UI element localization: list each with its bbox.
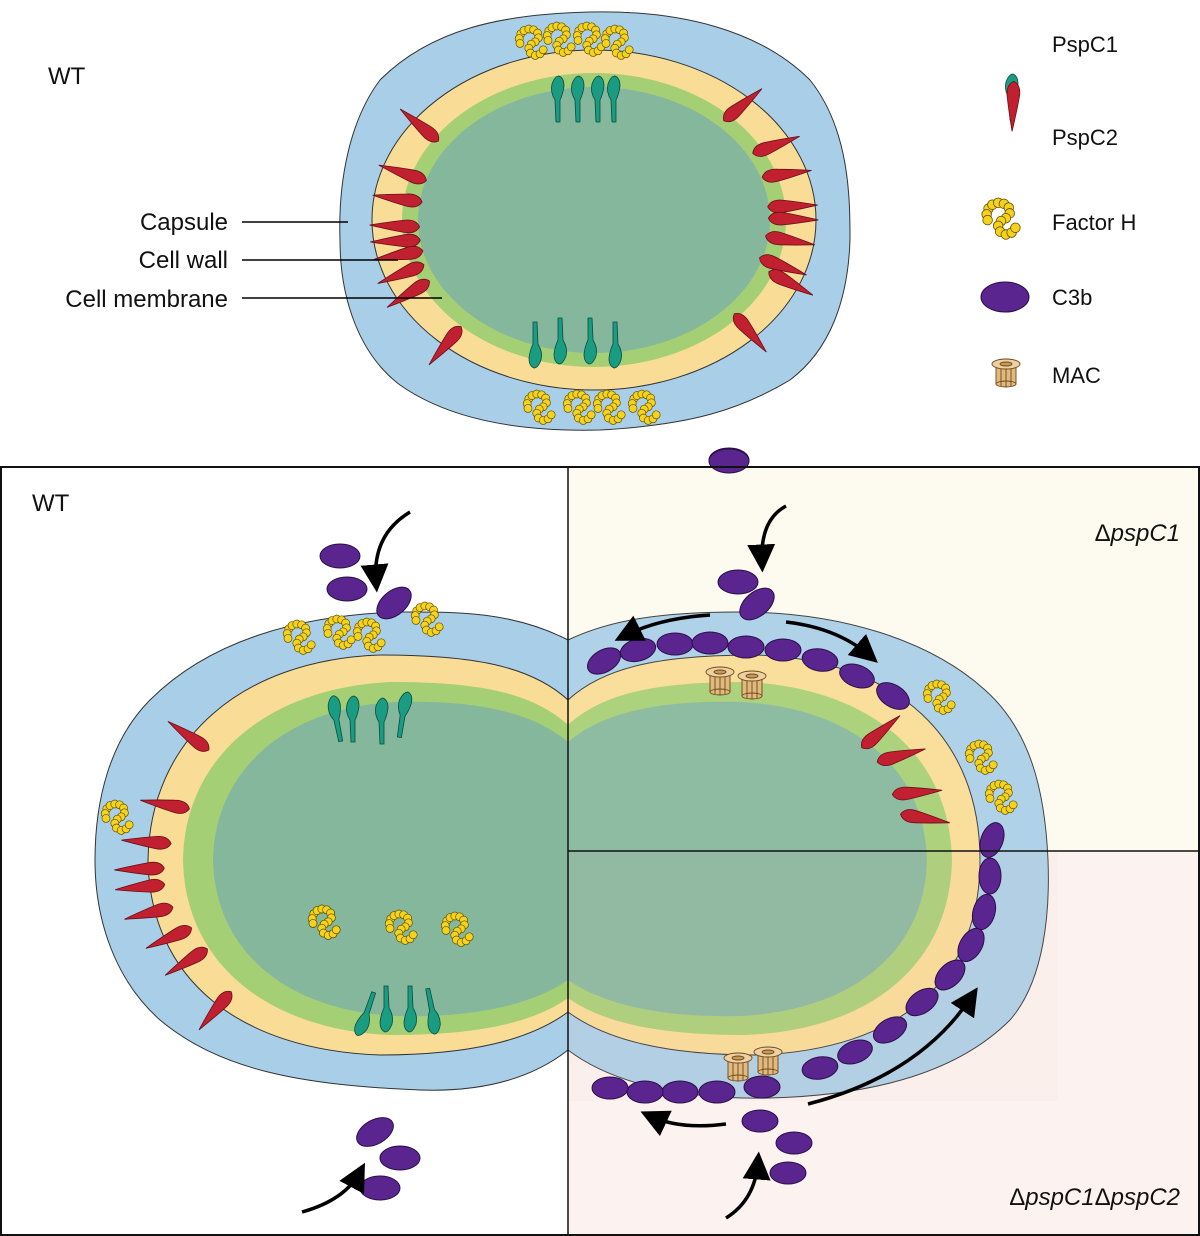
legend: PspC1 PspC2 Factor H C3b MAC: [980, 32, 1136, 388]
legend-label-pspc1: PspC1: [1052, 32, 1118, 57]
mutant2-delta-1: Δ: [1009, 1184, 1025, 1211]
wt-arrow-bottom: [301, 1162, 365, 1214]
legend-item-mac: MAC: [991, 358, 1101, 388]
top-strain-label: WT: [48, 63, 86, 90]
legend-label-mac: MAC: [1052, 363, 1101, 388]
bottom-panel: WT ΔpspC1 ΔpspC1ΔpspC2: [0, 447, 1200, 1236]
legend-label-c3b: C3b: [1052, 285, 1092, 310]
legend-item-pspc2: PspC2: [1005, 80, 1118, 150]
mac-icon: [991, 358, 1021, 388]
mutant2-arrow-right: [807, 987, 978, 1106]
cell-wall-label: Cell wall: [139, 247, 228, 274]
mutant2-arrow-incoming: [725, 1151, 771, 1220]
bottom-wt-c3b-group: [319, 543, 421, 1201]
mutant2-arrow-left: [640, 1110, 727, 1137]
mutant2-gene-1: pspC1: [1024, 1184, 1094, 1211]
c3b-icon: [980, 281, 1030, 313]
bottom-cytoplasm: [213, 701, 927, 1017]
top-cytoplasm: [418, 87, 770, 353]
mutant2-gene-2: pspC2: [1110, 1184, 1180, 1211]
bottom-wt-label: WT: [32, 490, 70, 517]
factor-h-icon: [981, 197, 1021, 240]
mutant1-arrow-incoming: [747, 504, 787, 573]
legend-item-pspc1: PspC1: [1005, 32, 1118, 121]
top-cell-diagram: [339, 11, 851, 431]
bottom-panel-frame: [0, 466, 1200, 1236]
legend-item-c3b: C3b: [980, 281, 1092, 313]
mutant2-delta-2: Δ: [1095, 1184, 1111, 1211]
mutant1-arrow-right: [785, 620, 878, 663]
legend-item-factor-h: Factor H: [981, 197, 1136, 240]
legend-label-factor-h: Factor H: [1052, 210, 1136, 235]
pspc2-icon: [1005, 80, 1021, 132]
cell-membrane-label: Cell membrane: [65, 286, 228, 313]
mutant2-label: ΔpspC1ΔpspC2: [1009, 1184, 1180, 1211]
bottom-dividing-cell: [94, 611, 1058, 1101]
layer-callouts: Capsule Cell wall Cell membrane: [65, 209, 442, 313]
mutant1-delta: Δ: [1095, 520, 1111, 547]
mutant2-c3b-chain: [591, 822, 1005, 1185]
legend-label-pspc2: PspC2: [1052, 125, 1118, 150]
mutant1-arrow-left: [614, 613, 711, 641]
mutant1-label: ΔpspC1: [1095, 520, 1180, 547]
capsule-label: Capsule: [140, 209, 228, 236]
mutant1-c3b-chain: [586, 448, 910, 710]
mutant1-gene: pspC1: [1110, 520, 1180, 547]
wt-arrow-top: [360, 510, 411, 593]
